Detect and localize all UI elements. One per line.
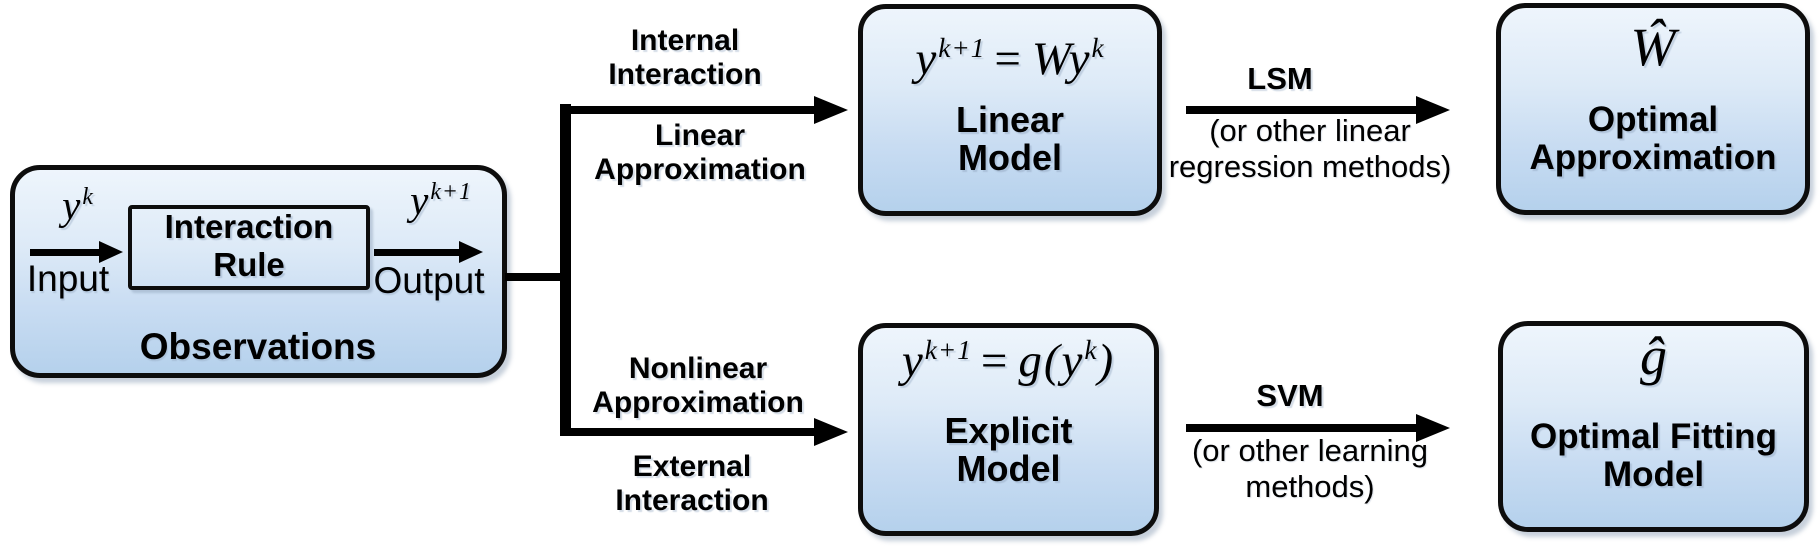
linear-eq-operator: = bbox=[994, 33, 1023, 85]
observations-connector-line bbox=[505, 273, 565, 281]
linear-model-box bbox=[858, 4, 1162, 216]
explicit-model-title: Explicit Model bbox=[864, 412, 1153, 488]
output-label: Output bbox=[373, 260, 485, 301]
linear-model-equation: yk+1 =Wyk bbox=[866, 32, 1154, 86]
top-branch-below-label: Linear Approximation bbox=[550, 119, 850, 187]
output-math-base: y bbox=[410, 177, 431, 223]
observations-box bbox=[10, 165, 507, 378]
svm-arrow-shaft bbox=[1186, 424, 1418, 432]
bottom-branch-arrowhead-icon bbox=[814, 418, 848, 446]
top-branch-above-label: Internal Interaction bbox=[540, 24, 830, 92]
bottom-above-line2: Approximation bbox=[592, 386, 804, 419]
svm-caption-line1: (or other learning bbox=[1191, 433, 1429, 468]
lsm-caption: (or other linear regression methods) bbox=[1145, 113, 1475, 185]
svm-caption-line2: methods) bbox=[1245, 469, 1375, 504]
input-arrow-shaft bbox=[30, 249, 102, 256]
top-branch-arrowhead-icon bbox=[814, 96, 848, 124]
top-above-line1: Internal bbox=[630, 24, 740, 57]
interaction-rule-title: Interaction Rule bbox=[128, 208, 370, 284]
explicit-eq-base2: y bbox=[1061, 335, 1085, 387]
explicit-eq-operator: = bbox=[980, 335, 1010, 387]
output-math: yk+1 bbox=[386, 176, 496, 224]
top-above-line2: Interaction bbox=[608, 58, 762, 91]
optimal-approximation-box bbox=[1496, 3, 1810, 215]
optimal-fitting-line2: Model bbox=[1602, 455, 1705, 494]
optimal-approximation-line2: Approximation bbox=[1529, 138, 1777, 177]
explicit-eq-base1: y bbox=[901, 335, 925, 387]
explicit-eq-function: g( bbox=[1018, 335, 1062, 387]
input-label: Input bbox=[26, 258, 110, 299]
interaction-rule-box bbox=[128, 205, 370, 290]
bottom-above-line1: Nonlinear bbox=[628, 352, 768, 385]
linear-model-title-line1: Linear bbox=[955, 99, 1065, 140]
linear-model-title-line2: Model bbox=[958, 137, 1062, 178]
branch-trunk-line bbox=[560, 104, 571, 436]
linear-eq-sup2: k bbox=[1091, 33, 1105, 64]
output-arrowhead-icon bbox=[459, 241, 483, 263]
input-math-sup: k bbox=[82, 184, 94, 211]
input-math-base: y bbox=[62, 182, 83, 228]
input-math: yk bbox=[35, 181, 121, 229]
explicit-model-box bbox=[858, 323, 1159, 536]
linear-eq-sup1: k+1 bbox=[938, 33, 986, 64]
input-arrowhead-icon bbox=[99, 241, 123, 263]
linear-eq-base1: y bbox=[915, 33, 939, 85]
top-branch-shaft bbox=[560, 106, 816, 114]
linear-model-title: Linear Model bbox=[866, 101, 1154, 177]
lsm-arrow-shaft bbox=[1186, 106, 1418, 114]
bottom-below-line1: External bbox=[632, 450, 752, 483]
svm-label: SVM bbox=[1256, 378, 1324, 413]
svm-arrowhead-icon bbox=[1416, 414, 1450, 442]
lsm-arrowhead-icon bbox=[1416, 96, 1450, 124]
output-arrow-shaft bbox=[374, 249, 460, 256]
optimal-fitting-model-box bbox=[1498, 321, 1809, 532]
bottom-branch-shaft bbox=[560, 428, 816, 436]
lsm-label: LSM bbox=[1247, 61, 1313, 96]
linear-eq-base2: Wy bbox=[1031, 33, 1092, 85]
lsm-caption-line2: regression methods) bbox=[1168, 149, 1452, 184]
optimal-fitting-model-title: Optimal Fitting Model bbox=[1504, 418, 1803, 494]
interaction-rule-line1: Interaction bbox=[164, 208, 334, 245]
bottom-branch-above-label: Nonlinear Approximation bbox=[548, 352, 848, 420]
g-hat-symbol: ĝ bbox=[1640, 326, 1667, 386]
explicit-eq-sup2: k bbox=[1084, 335, 1098, 366]
interaction-rule-line2: Rule bbox=[213, 246, 285, 283]
optimal-approximation-line1: Optimal bbox=[1587, 100, 1719, 139]
explicit-eq-sup1: k+1 bbox=[924, 335, 972, 366]
optimal-fitting-line1: Optimal Fitting bbox=[1530, 417, 1777, 456]
explicit-eq-close-paren: ) bbox=[1097, 335, 1116, 387]
svm-caption: (or other learning methods) bbox=[1145, 433, 1475, 505]
w-hat-symbol: Ŵ bbox=[1630, 17, 1676, 77]
lsm-caption-line1: (or other linear bbox=[1209, 113, 1411, 148]
bottom-below-line2: Interaction bbox=[615, 484, 769, 517]
top-below-line1: Linear bbox=[654, 119, 746, 152]
explicit-model-title-line1: Explicit bbox=[944, 410, 1073, 451]
observations-caption: Observations bbox=[139, 326, 377, 367]
optimal-approximation-title: Optimal Approximation bbox=[1502, 101, 1804, 177]
explicit-model-equation: yk+1=g(yk) bbox=[864, 334, 1153, 388]
top-below-line2: Approximation bbox=[594, 153, 806, 186]
output-math-sup: k+1 bbox=[430, 179, 472, 206]
bottom-branch-below-label: External Interaction bbox=[542, 450, 842, 518]
explicit-model-title-line2: Model bbox=[956, 448, 1061, 489]
